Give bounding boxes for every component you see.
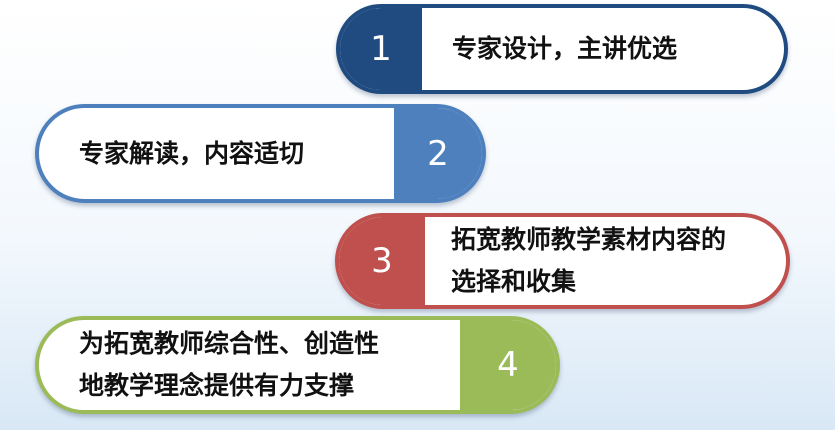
item-4-number: 4: [460, 320, 556, 410]
item-1-text: 专家设计，主讲优选: [452, 34, 678, 63]
item-4-pill: 为拓宽教师综合性、创造性 地教学理念提供有力支撑 4: [35, 316, 560, 414]
item-3-number: 3: [339, 217, 425, 305]
item-3-pill: 3 拓宽教师教学素材内容的 选择和收集: [335, 213, 790, 309]
item-2-number: 2: [394, 108, 482, 199]
item-3-text: 拓宽教师教学素材内容的 选择和收集: [451, 225, 727, 296]
item-2-text: 专家解读，内容适切: [79, 138, 305, 168]
item-4-text: 为拓宽教师综合性、创造性 地教学理念提供有力支撑: [79, 329, 380, 400]
item-2-pill: 专家解读，内容适切 2: [35, 104, 486, 203]
item-1-pill: 1 专家设计，主讲优选: [336, 4, 788, 94]
item-1-number: 1: [340, 8, 422, 90]
